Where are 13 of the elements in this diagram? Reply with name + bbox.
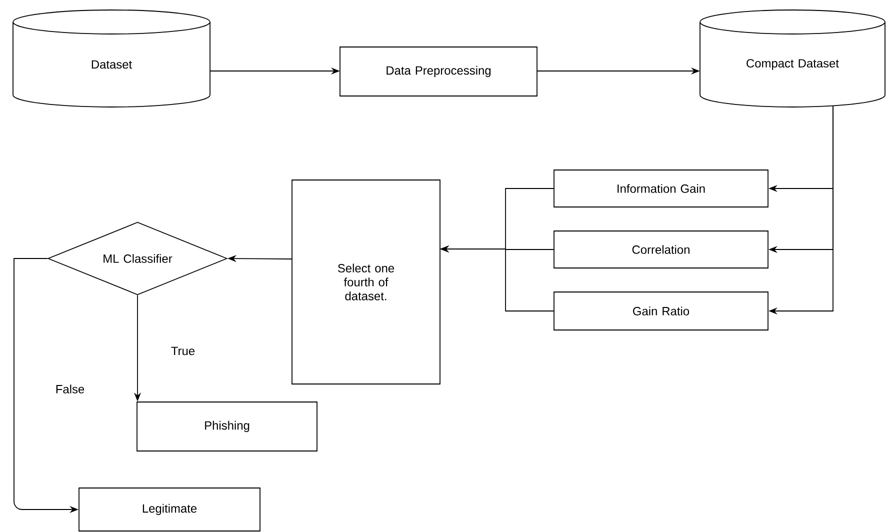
edge-label: False bbox=[54, 384, 86, 394]
cylinder-node: Dataset bbox=[12, 10, 210, 108]
process-box: Legitimate bbox=[78, 488, 260, 532]
process-box: Data Preprocessing bbox=[340, 46, 538, 96]
process-box: Information Gain bbox=[554, 170, 768, 208]
cylinder-node: Compact Dataset bbox=[700, 10, 886, 108]
edge-label: True bbox=[170, 346, 196, 356]
process-box: Phishing bbox=[136, 402, 318, 452]
process-box: Correlation bbox=[554, 230, 768, 268]
process-box: Gain Ratio bbox=[554, 292, 768, 330]
node-label: Dataset bbox=[92, 60, 132, 69]
process-box: Select one fourth of dataset. bbox=[292, 180, 440, 384]
node-label: Compact Dataset bbox=[746, 59, 839, 70]
